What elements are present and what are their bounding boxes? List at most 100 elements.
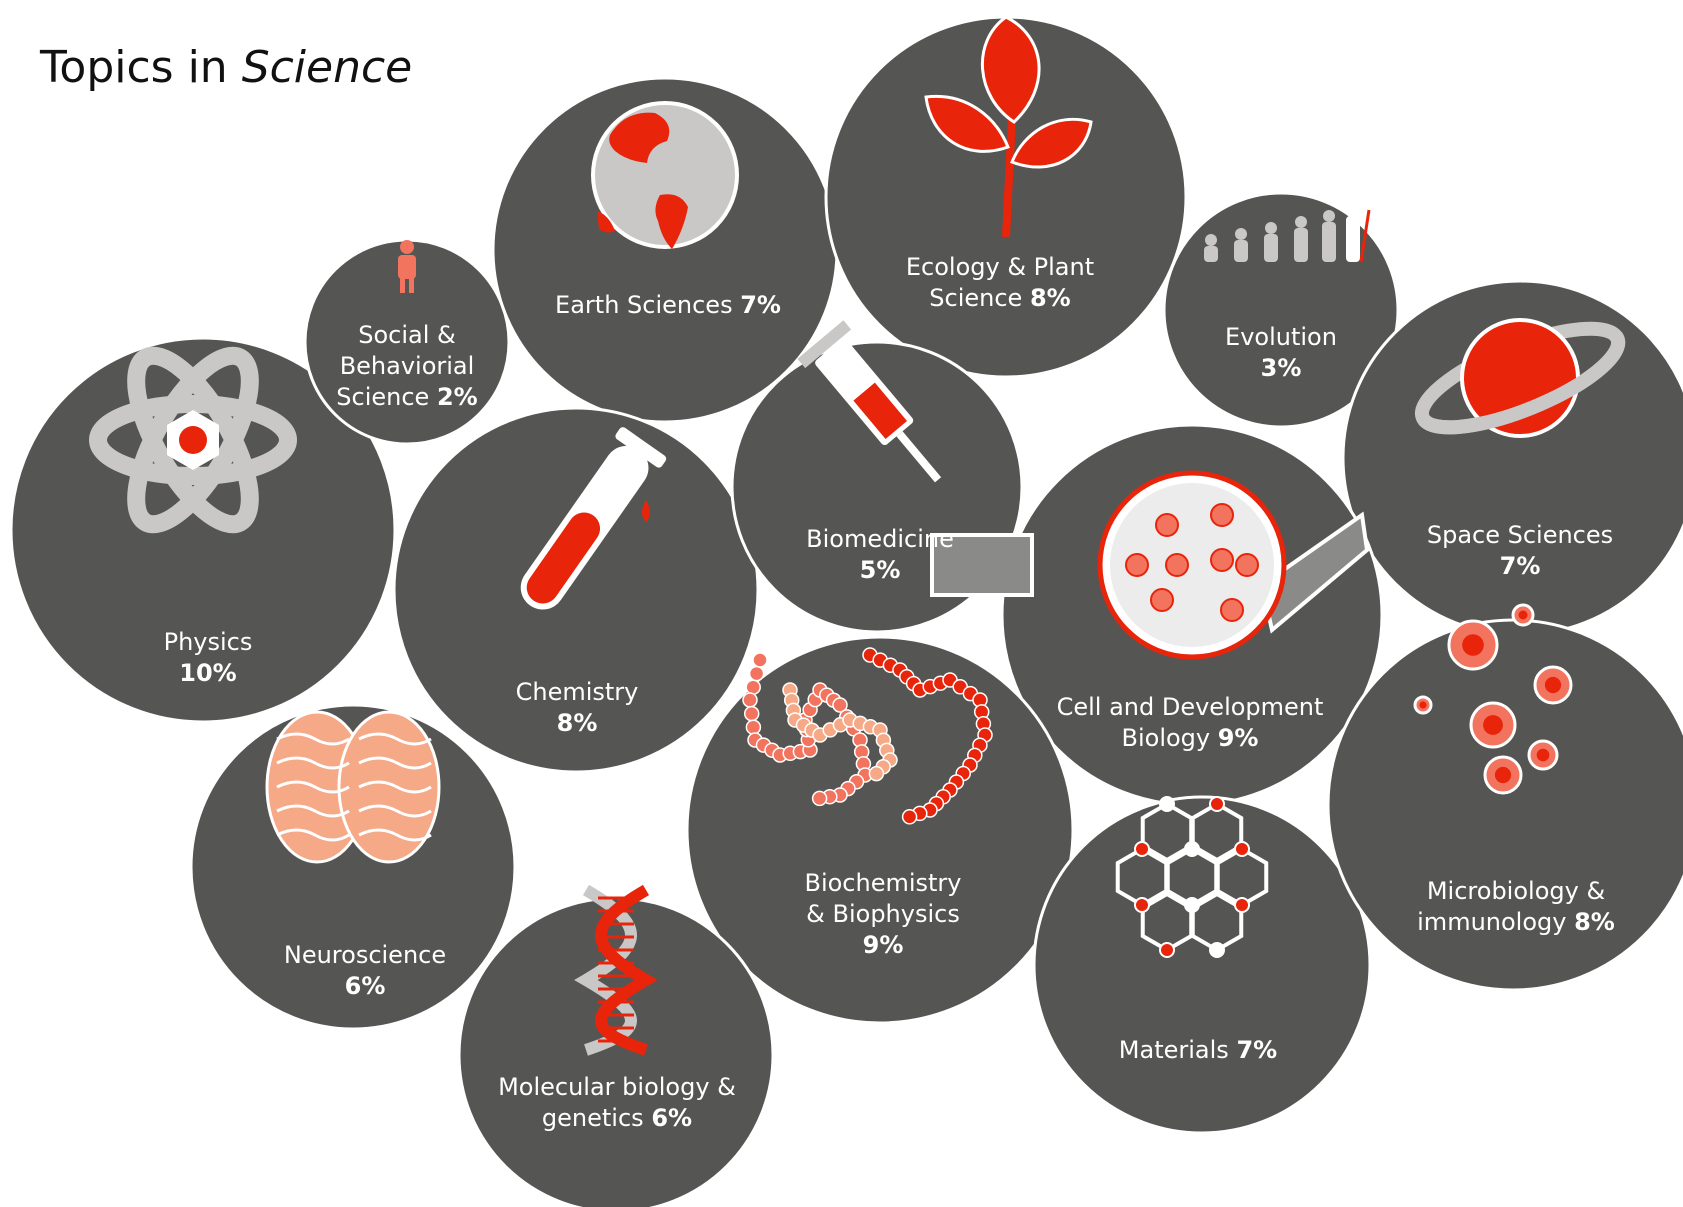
label-molbio-text: genetics: [542, 1104, 651, 1132]
label-evolution-line: Evolution: [1225, 323, 1337, 351]
label-chemistry-text: Chemistry: [516, 678, 639, 706]
label-evolution: Evolution 3%: [1225, 323, 1337, 382]
label-cell-line: Biology 9%: [1122, 724, 1259, 752]
atom-icon: [89, 346, 297, 534]
title-text: Topics in: [40, 42, 242, 93]
label-biochem-percent: 9%: [863, 931, 904, 959]
topic-ecology: [824, 15, 1188, 379]
test-tube-icon: [520, 427, 667, 610]
label-ecology-percent: 8%: [1030, 284, 1071, 312]
label-social-text: Behaviorial: [340, 352, 475, 380]
label-biochem: Biochemistry & Biophysics 9%: [804, 869, 961, 959]
label-micro-line: Microbiology &: [1427, 877, 1605, 905]
label-space-percent: 7%: [1500, 552, 1541, 580]
topic-cell: [930, 423, 1384, 807]
topic-social: [303, 238, 511, 446]
topic-micro: [1326, 603, 1683, 992]
label-molbio-percent: 6%: [651, 1104, 692, 1132]
label-materials-percent: 7%: [1236, 1036, 1277, 1064]
molecular-lattice-icon: [1115, 796, 1269, 958]
label-biomedicine-text: Biomedicine: [806, 525, 954, 553]
bubble-evolution: [1162, 191, 1400, 429]
label-molbio: Molecular biology & genetics 6%: [498, 1073, 736, 1132]
dna-icon: [574, 884, 658, 1056]
label-chemistry-percent: 8%: [557, 709, 598, 737]
label-micro-line: immunology 8%: [1417, 908, 1615, 936]
label-micro-text: Microbiology &: [1427, 877, 1605, 905]
label-neuro-text: Neuroscience: [284, 941, 446, 969]
label-biomedicine-line: 5%: [860, 556, 901, 584]
label-space-line: Space Sciences: [1427, 521, 1613, 549]
label-earth-text: Earth Sciences: [555, 291, 740, 319]
syringe-icon: [797, 320, 942, 483]
label-biochem-text: Biochemistry: [804, 869, 961, 897]
label-earth-line: Earth Sciences 7%: [555, 291, 781, 319]
label-evolution-text: Evolution: [1225, 323, 1337, 351]
label-cell-line: Cell and Development: [1057, 693, 1324, 721]
topic-evolution: [1162, 191, 1400, 429]
label-chemistry-line: 8%: [557, 709, 598, 737]
microbes-icon: [1413, 603, 1573, 795]
topic-physics: [9, 336, 397, 724]
label-molbio-line: genetics 6%: [542, 1104, 692, 1132]
label-neuro-line: 6%: [345, 972, 386, 1000]
label-physics-line: 10%: [179, 659, 236, 687]
page-title: Topics in Science: [40, 42, 412, 93]
topic-molbio: [457, 884, 775, 1207]
label-space: Space Sciences 7%: [1427, 521, 1613, 580]
topic-materials: [1032, 795, 1372, 1135]
planet-icon: [1414, 318, 1626, 438]
label-biochem-text: & Biophysics: [806, 900, 960, 928]
bubble-biochem: [685, 635, 1075, 1025]
label-cell-text: Cell and Development: [1057, 693, 1324, 721]
evolution-icon: [1204, 204, 1371, 263]
label-ecology-line: Science 8%: [929, 284, 1070, 312]
label-biochem-line: Biochemistry: [804, 869, 961, 897]
label-social-text: Science: [336, 383, 437, 411]
topic-biochem: [685, 635, 1075, 1025]
label-materials: Materials 7%: [1119, 1036, 1277, 1064]
bubble-materials: [1032, 795, 1372, 1135]
label-molbio-text: Molecular biology &: [498, 1073, 736, 1101]
label-social-line: Behaviorial: [340, 352, 475, 380]
topic-neuro: [189, 703, 517, 1031]
leaf-icon: [924, 15, 1093, 238]
label-social-line: Science 2%: [336, 383, 477, 411]
label-evolution-line: 3%: [1261, 354, 1302, 382]
label-biomedicine: Biomedicine 5%: [806, 525, 954, 584]
label-social-text: Social &: [358, 321, 456, 349]
label-neuro-line: Neuroscience: [284, 941, 446, 969]
label-cell-percent: 9%: [1218, 724, 1259, 752]
label-physics-line: Physics: [164, 628, 253, 656]
label-ecology-text: Ecology & Plant: [906, 253, 1094, 281]
topic-space: [1341, 279, 1683, 637]
label-physics-text: Physics: [164, 628, 253, 656]
label-micro-text: immunology: [1417, 908, 1574, 936]
protein-chain-icon: [742, 647, 993, 825]
label-social-line: Social &: [358, 321, 456, 349]
label-ecology-text: Science: [929, 284, 1030, 312]
label-neuro-percent: 6%: [345, 972, 386, 1000]
label-evolution-percent: 3%: [1261, 354, 1302, 382]
label-earth: Earth Sciences 7%: [555, 291, 781, 319]
label-materials-line: Materials 7%: [1119, 1036, 1277, 1064]
label-biomedicine-percent: 5%: [860, 556, 901, 584]
label-biomedicine-line: Biomedicine: [806, 525, 954, 553]
label-chemistry: Chemistry 8%: [516, 678, 639, 737]
topic-earth: [491, 76, 839, 424]
label-ecology-line: Ecology & Plant: [906, 253, 1094, 281]
label-space-line: 7%: [1500, 552, 1541, 580]
microscope-slide-icon: [930, 470, 1370, 660]
label-space-text: Space Sciences: [1427, 521, 1613, 549]
globe-icon: [591, 101, 739, 249]
label-physics: Physics 10%: [164, 628, 253, 687]
label-social-percent: 2%: [437, 383, 478, 411]
topic-chemistry: [392, 406, 760, 774]
label-earth-percent: 7%: [740, 291, 781, 319]
person-icon: [398, 240, 416, 293]
label-biochem-line: & Biophysics: [806, 900, 960, 928]
